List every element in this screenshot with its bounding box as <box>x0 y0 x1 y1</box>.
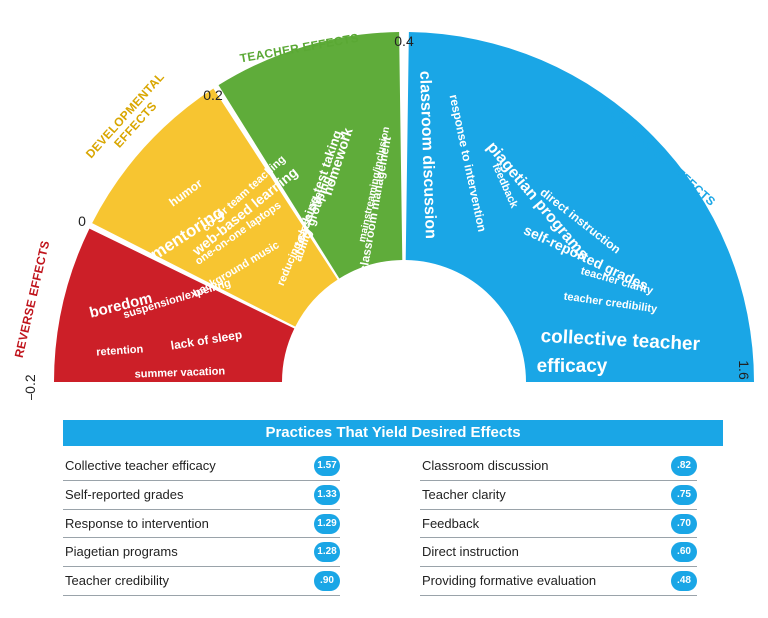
practice-name: Classroom discussion <box>422 458 549 473</box>
table-row: Classroom discussion .82 <box>420 452 697 481</box>
effect-size-badge: .90 <box>314 571 340 592</box>
practice-name: Response to intervention <box>65 515 209 531</box>
practice-name: Feedback <box>422 515 480 531</box>
zone-sector <box>218 32 403 279</box>
tick-label: 0.4 <box>394 33 414 49</box>
zone-sector <box>54 228 295 382</box>
practices-list-right: Classroom discussion .82 Teacher clarity… <box>420 452 697 596</box>
practices-list-left: Collective teacher efficacy 1.57 Self-re… <box>63 452 340 596</box>
effect-size-badge: .70 <box>671 513 697 534</box>
practice-name: Direct instruction <box>422 544 519 560</box>
effect-size-badge: .48 <box>671 571 697 592</box>
table-row: Collective teacher efficacy 1.57 <box>63 452 340 481</box>
effect-size-badge: 1.29 <box>314 513 340 534</box>
practice-label: efficacy <box>537 356 608 377</box>
zone-label: REVERSE EFFECTS <box>12 239 53 359</box>
effect-size-badge: 1.57 <box>314 456 340 476</box>
table-row: Piagetian programs 1.28 <box>63 538 340 568</box>
zone-sector <box>405 32 755 382</box>
table-title: Practices That Yield Desired Effects <box>63 420 723 446</box>
practice-label: retention <box>96 343 144 358</box>
tick-label: 0.2 <box>203 87 223 103</box>
practice-name: Piagetian programs <box>65 544 178 560</box>
practice-name: Self-reported grades <box>65 486 184 502</box>
tick-label: –0.2 <box>22 374 38 400</box>
practice-label: classroom discussion <box>416 71 439 240</box>
practice-name: Teacher clarity <box>422 486 506 502</box>
effect-size-badge: .75 <box>671 484 697 505</box>
table-row: Teacher clarity .75 <box>420 481 697 510</box>
zone-sector <box>92 88 338 327</box>
practice-name: Collective teacher efficacy <box>65 458 216 473</box>
tick-label: 1.6 <box>736 360 752 380</box>
practice-label: summer vacation <box>134 365 225 380</box>
practice-name: Providing formative evaluation <box>422 573 597 589</box>
effect-size-badge: .82 <box>671 456 697 476</box>
tick-label: 0 <box>78 213 86 229</box>
effect-size-badge: 1.33 <box>314 484 340 505</box>
table-row: Direct instruction .60 <box>420 538 697 568</box>
table-row: Feedback .70 <box>420 510 697 539</box>
table-row: Teacher credibility .90 <box>63 567 340 596</box>
practice-name: Teacher credibility <box>65 573 170 589</box>
effect-size-badge: 1.28 <box>314 542 340 563</box>
effect-size-badge: .60 <box>671 542 697 563</box>
table-row: Response to intervention 1.29 <box>63 510 340 539</box>
table-row: Providing formative evaluation .48 <box>420 567 697 596</box>
table-row: Self-reported grades 1.33 <box>63 481 340 510</box>
